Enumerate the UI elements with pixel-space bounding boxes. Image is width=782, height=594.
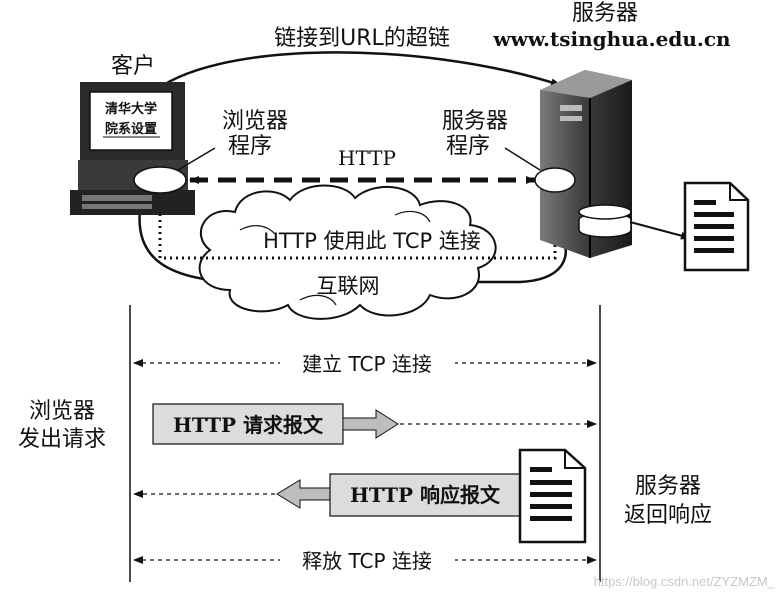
disk-to-document-arrow xyxy=(629,221,691,240)
server-program-label-2: 程序 xyxy=(446,134,490,159)
server-program-ellipse xyxy=(534,167,576,193)
request-block-arrow xyxy=(342,409,399,439)
request-message-label: HTTP 请求报文 xyxy=(173,413,324,437)
tcp-usage-label: HTTP 使用此 TCP 连接 xyxy=(263,229,481,253)
hyperlink-label: 链接到URL的超链 xyxy=(274,26,450,51)
response-message-label: HTTP 响应报文 xyxy=(350,483,501,507)
browser-label-pointer xyxy=(177,147,216,171)
server-title: 服务器 xyxy=(572,1,638,26)
browser-program-label-1: 浏览器 xyxy=(222,109,288,134)
internet-label: 互联网 xyxy=(317,274,380,298)
establish-tcp-label: 建立 TCP 连接 xyxy=(302,352,432,376)
client-computer xyxy=(70,82,195,215)
internet-cloud xyxy=(198,184,497,320)
watermark: https://blog.csdn.net/ZYZMZM_ xyxy=(594,574,776,589)
response-message-box xyxy=(329,473,521,517)
browser-sends-label-2: 发出请求 xyxy=(18,427,106,452)
browser-sends-label-1: 浏览器 xyxy=(29,399,95,424)
server-returns-label-1: 服务器 xyxy=(635,474,701,499)
document-icon xyxy=(683,181,750,272)
client-label: 客户 xyxy=(111,54,155,79)
request-message-box xyxy=(152,403,344,445)
disk-icon xyxy=(578,204,632,238)
response-document-icon xyxy=(518,448,587,544)
browser-program-ellipse xyxy=(133,166,187,194)
screen-text-line2: 院系设置 xyxy=(105,121,157,137)
release-tcp-label: 释放 TCP 连接 xyxy=(302,549,432,573)
server-tower xyxy=(534,70,632,258)
server-program-label-1: 服务器 xyxy=(442,109,508,134)
response-block-arrow xyxy=(276,479,331,509)
screen-text-line1: 清华大学 xyxy=(105,101,157,117)
server-returns-label-2: 返回响应 xyxy=(624,503,712,528)
http-label: HTTP xyxy=(338,146,396,170)
server-label-pointer xyxy=(504,147,541,171)
server-host: www.tsinghua.edu.cn xyxy=(492,27,731,51)
hyperlink-arc xyxy=(149,51,561,96)
browser-program-label-2: 程序 xyxy=(228,134,272,159)
